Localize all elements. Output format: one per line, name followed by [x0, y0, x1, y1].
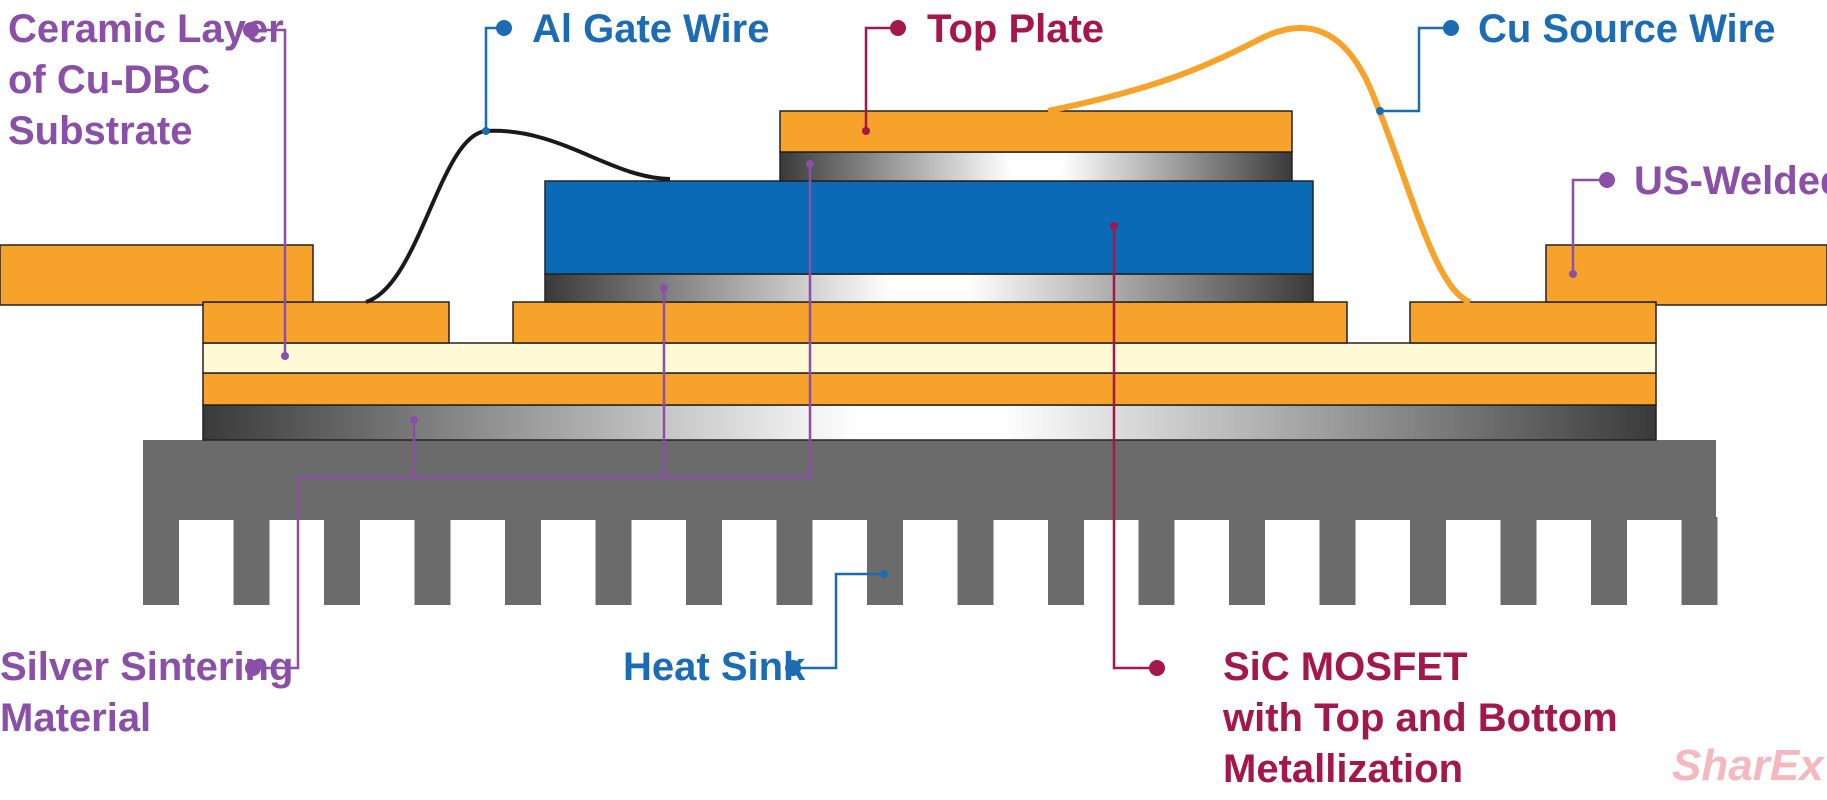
heat-sink-fin: [233, 517, 270, 605]
heat-sink-fin: [1500, 517, 1537, 605]
left-terminal: [0, 244, 314, 306]
sic-mosfet-dot-target: [1110, 222, 1118, 230]
silver-sintering-leader: [253, 164, 812, 670]
silver-label-line-1: Silver Sintering: [0, 645, 293, 689]
cu-source-dot-label: [1443, 20, 1459, 36]
heat-sink-fin: [143, 517, 179, 605]
cu-source-label: Cu Source Wire: [1478, 7, 1775, 51]
cu-source-wire: [1047, 25, 1472, 305]
mosfet-label-line-1: SiC MOSFET: [1223, 645, 1467, 689]
heat-sink-fins: [143, 517, 1718, 605]
heat-sink-fin: [957, 517, 994, 605]
top-plate-leader: [864, 26, 898, 131]
sic-mosfet-label: SiC MOSFET with Top and Bottom Metalliza…: [1222, 645, 1629, 791]
heat-sink-fin: [1138, 517, 1175, 605]
ceramic-label-line-3: Substrate: [8, 109, 193, 153]
al-gate-leader: [484, 26, 504, 131]
heat-sink-fin: [1229, 517, 1265, 605]
bottom-metallization: [544, 273, 1314, 303]
left-trace: [202, 301, 450, 344]
al-gate-dot-target: [482, 127, 490, 135]
al-gate-dot-label: [496, 20, 512, 36]
top-plate-label: Top Plate: [927, 7, 1104, 51]
heat-sink-fin: [595, 517, 632, 605]
silver-dot-target-a: [410, 416, 418, 424]
top-plate-dot-target: [862, 127, 870, 135]
us-welded-dot-label: [1599, 172, 1615, 188]
ceramic-layer: [202, 342, 1657, 374]
silver-sintering-layer: [202, 404, 1657, 441]
heat-sink-fin: [414, 517, 451, 605]
silver-sintering-label: Silver Sintering Material: [0, 645, 305, 740]
sharex-watermark: SharEx: [1672, 741, 1825, 790]
heat-sink-fin: [1410, 517, 1446, 605]
heat-sink-base: [143, 440, 1716, 520]
sic-mosfet-dot-label: [1149, 660, 1165, 676]
heat-sink-fin: [1591, 517, 1627, 605]
al-gate-label: Al Gate Wire: [532, 7, 769, 51]
heat-sink-fin: [505, 517, 541, 605]
us-welded-terminal: [1545, 244, 1827, 306]
center-trace: [512, 301, 1348, 344]
silver-dot-target-b: [660, 284, 668, 292]
silver-dot-target-c: [806, 160, 814, 168]
cu-source-leader: [1380, 26, 1451, 113]
heat-sink-fin: [867, 517, 903, 605]
us-welded-label: US-Welded T: [1634, 159, 1827, 203]
sic-mosfet-leader: [1112, 226, 1157, 670]
bottom-copper-layer: [202, 372, 1657, 406]
heat-sink-dot-target: [880, 570, 888, 578]
cu-source-dot-target: [1376, 107, 1384, 115]
heat-sink-fin: [1048, 517, 1084, 605]
heat-sink-fin: [686, 517, 722, 605]
heat-sink: [143, 440, 1718, 605]
heat-sink-fin: [1319, 517, 1356, 605]
heat-sink-fin: [324, 517, 360, 605]
silver-label-line-2: Material: [0, 696, 151, 740]
ceramic-label-line-1: Ceramic Layer: [8, 7, 284, 51]
us-welded-leader: [1571, 178, 1607, 274]
silver-dot-label: [245, 660, 261, 676]
heat-sink-dot-label: [785, 660, 801, 676]
mosfet-label-line-3: Metallization: [1223, 747, 1463, 791]
leader-dots: [243, 20, 1615, 676]
top-metallization: [779, 151, 1293, 182]
ceramic-dot-label: [243, 22, 259, 38]
heat-sink-leader: [793, 572, 884, 670]
ceramic-dot-target: [281, 352, 289, 360]
ceramic-label-line-2: of Cu-DBC: [8, 58, 210, 102]
top-plate-dot-label: [890, 20, 906, 36]
mosfet-label-line-2: with Top and Bottom: [1222, 696, 1618, 740]
heat-sink-label: Heat Sink: [623, 645, 806, 689]
sic-mosfet-die: [544, 180, 1314, 275]
right-trace: [1409, 301, 1657, 344]
top-plate: [779, 110, 1293, 153]
us-welded-dot-target: [1569, 270, 1577, 278]
ceramic-leader: [251, 28, 287, 356]
heat-sink-fin: [776, 517, 813, 605]
ceramic-label: Ceramic Layer of Cu-DBC Substrate: [8, 7, 295, 153]
heat-sink-fin: [1681, 517, 1718, 605]
